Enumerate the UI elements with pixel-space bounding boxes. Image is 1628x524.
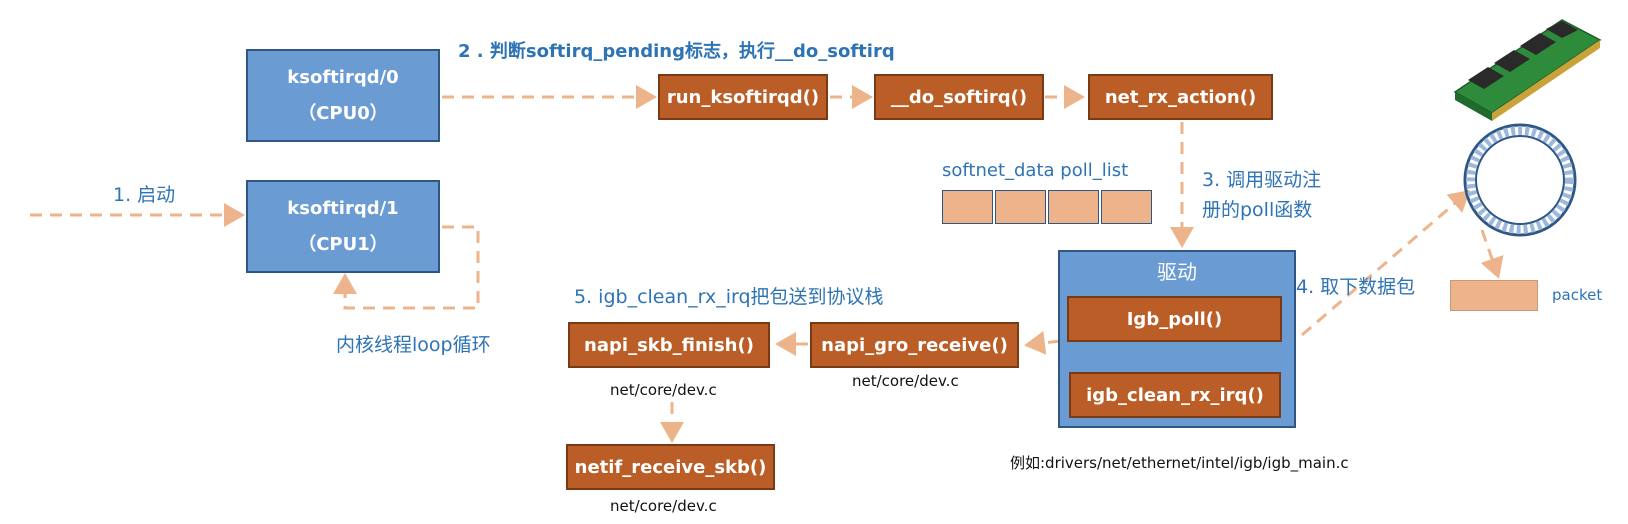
ksoftirqd1-box: ksoftirqd/1 （CPU1）: [246, 180, 440, 273]
netif-source-path: net/core/dev.c: [610, 497, 717, 515]
ksoftirqd1-name: ksoftirqd/1: [287, 197, 399, 219]
step2-label: 2 . 判断softirq_pending标志，执行__do_softirq: [458, 41, 895, 62]
step3-label-line2: 册的poll函数: [1202, 199, 1313, 221]
poll-list-cell: [995, 190, 1046, 224]
step3-label-line1: 3. 调用驱动注: [1202, 169, 1322, 191]
poll-list-cell: [1048, 190, 1099, 224]
ksoftirqd0-name: ksoftirqd/0: [287, 66, 399, 88]
ksoftirqd0-cpu: （CPU0）: [298, 102, 388, 124]
poll-list-label: softnet_data poll_list: [942, 160, 1129, 181]
step1-label: 1. 启动: [113, 184, 176, 206]
arrow-driver-ring: [1301, 190, 1471, 337]
arrow-loop: [333, 225, 480, 310]
step5-label: 5. igb_clean_rx_irq把包送到协议栈: [574, 286, 884, 308]
net-rx-action-box: net_rx_action(): [1088, 74, 1273, 120]
gro-source-path: net/core/dev.c: [852, 372, 959, 390]
napi-skb-finish-box: napi_skb_finish(): [568, 322, 770, 368]
arrow-ring-packet: [1480, 229, 1504, 279]
driver-title: 驱动: [1157, 260, 1197, 284]
finish-source-path: net/core/dev.c: [610, 381, 717, 399]
run-ksoftirqd-box: run_ksoftirqd(): [658, 74, 828, 120]
packet-label: packet: [1552, 286, 1603, 304]
loop-label: 内核线程loop循环: [336, 334, 491, 356]
driver-example-path: 例如:drivers/net/ethernet/intel/igb/igb_ma…: [1010, 454, 1349, 472]
poll-list-cell: [942, 190, 993, 224]
netif-receive-skb-box: netif_receive_skb(): [566, 444, 775, 490]
poll-list-cell: [1101, 190, 1152, 224]
ksoftirqd0-box: ksoftirqd/0 （CPU0）: [246, 49, 440, 142]
arrow-driver-gro: [1024, 330, 1061, 355]
memory-module-icon: [1453, 19, 1602, 121]
ring-buffer-icon: [1463, 123, 1577, 237]
igb-clean-rx-irq-box: igb_clean_rx_irq(): [1069, 372, 1281, 418]
napi-gro-receive-box: napi_gro_receive(): [810, 322, 1019, 368]
do-softirq-box: __do_softirq(): [874, 74, 1044, 120]
packet-box: [1450, 280, 1538, 311]
igb-poll-box: Igb_poll(): [1067, 296, 1282, 342]
step4-label: 4. 取下数据包: [1296, 276, 1416, 298]
ksoftirqd1-cpu: （CPU1）: [298, 233, 388, 255]
